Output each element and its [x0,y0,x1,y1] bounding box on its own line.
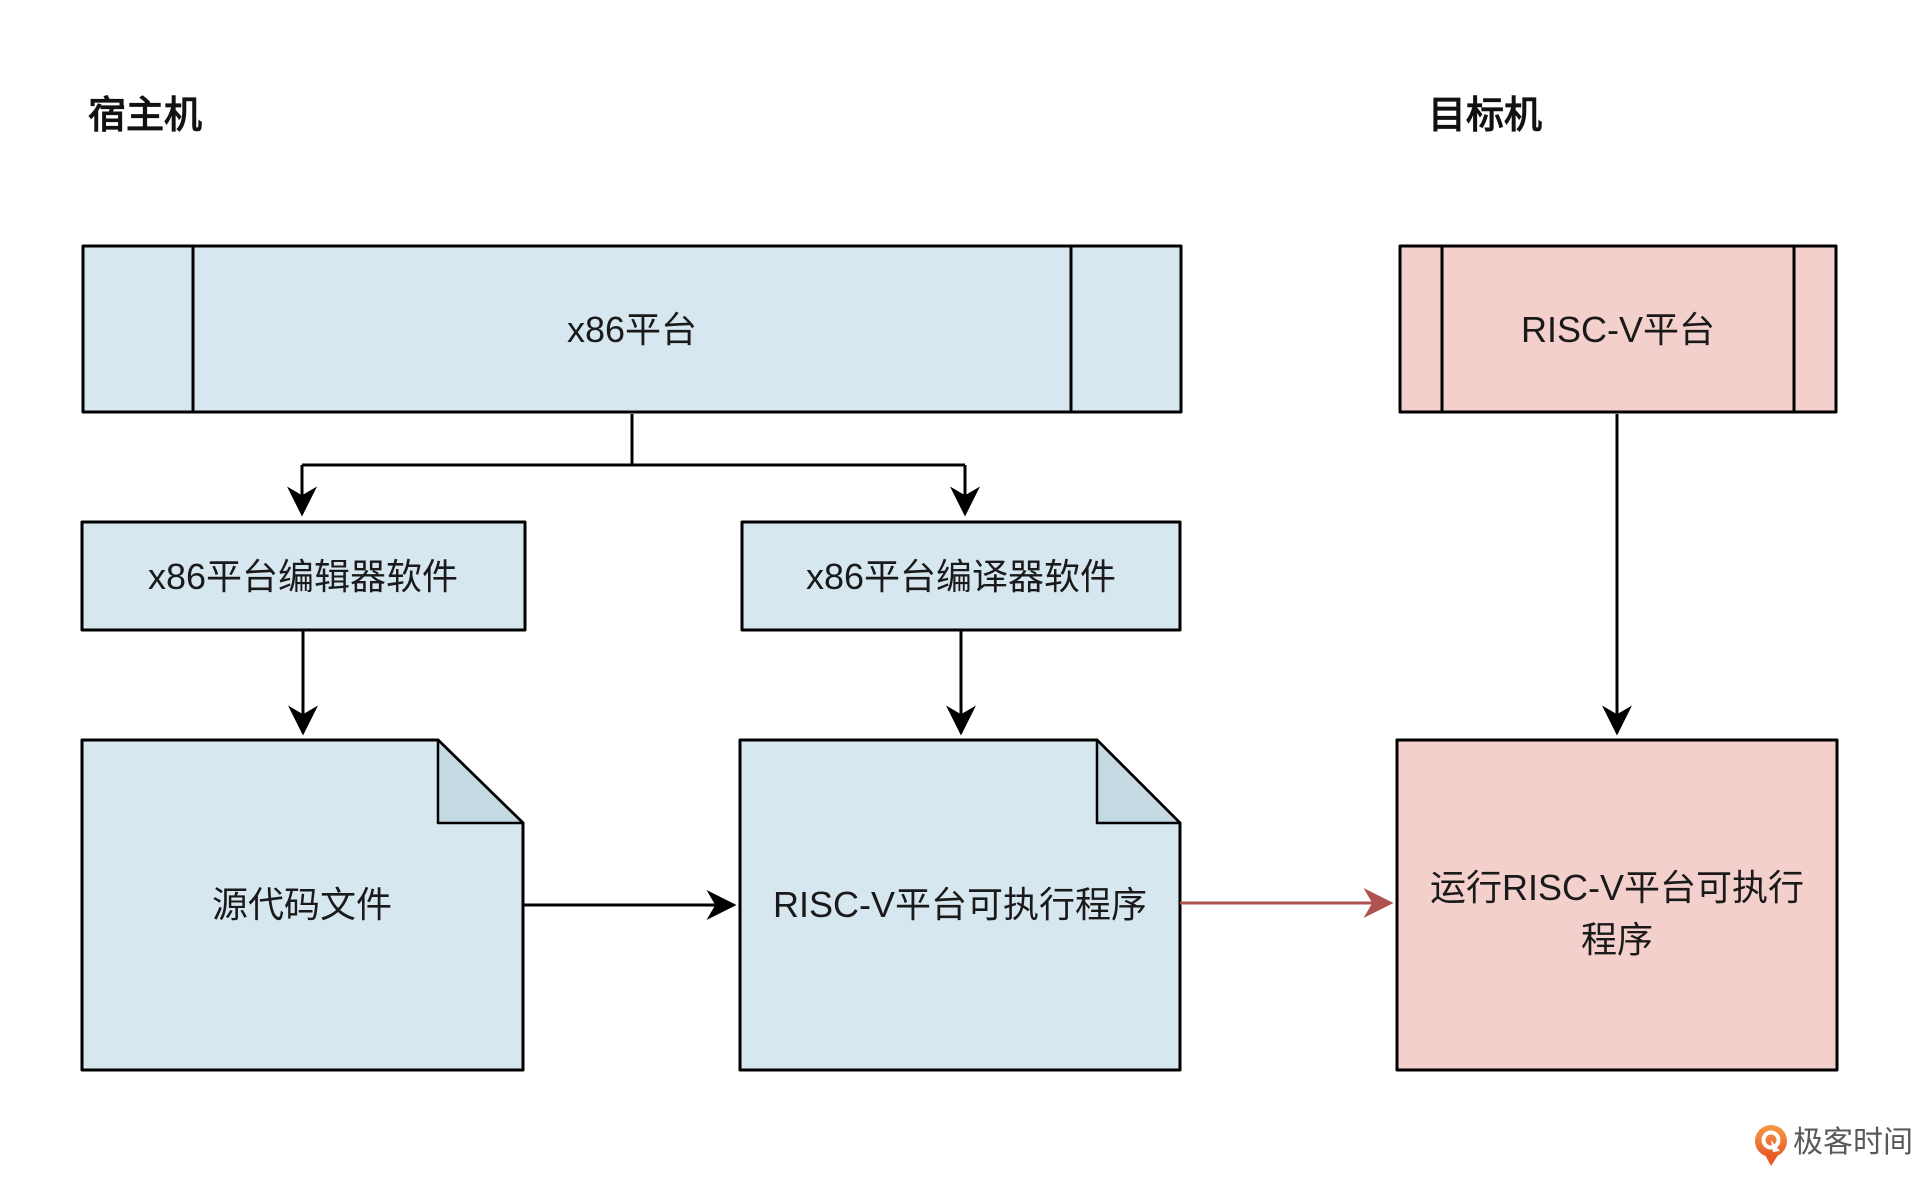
x86-platform-node: x86平台 [81,244,1183,414]
riscv-platform-label: RISC-V平台 [1521,309,1715,350]
geektime-logo-icon-ring [1761,1130,1781,1150]
run-executable-label-line1: 运行RISC-V平台可执行 [1430,867,1804,908]
executable-node: RISC-V平台可执行程序 [738,738,1182,1072]
source-file-fold-corner [436,738,525,825]
geektime-logo: 极客时间 [1755,1125,1913,1166]
compiler-node: x86平台编译器软件 [740,520,1182,632]
run-executable-label-line2: 程序 [1581,919,1653,960]
source-file-label: 源代码文件 [212,884,392,925]
compiler-label: x86平台编译器软件 [806,556,1116,597]
editor-label: x86平台编辑器软件 [148,556,458,597]
host-machine-label: 宿主机 [88,95,202,137]
geektime-logo-icon-tail [1765,1155,1778,1166]
target-machine-label: 目标机 [1428,95,1542,137]
editor-node: x86平台编辑器软件 [80,520,527,632]
source-file-shape [80,738,525,1072]
compiler-box [740,520,1182,632]
geektime-logo-icon-hook [1771,1140,1780,1152]
source-file-node: 源代码文件 [80,738,525,1072]
geektime-logo-icon [1755,1125,1787,1157]
executable-shape [738,738,1182,1072]
x86-branch-connector [302,414,965,467]
x86-platform-box [81,244,1183,414]
riscv-platform-node: RISC-V平台 [1398,244,1838,414]
editor-box [80,520,527,632]
geektime-logo-text: 极客时间 [1793,1126,1913,1159]
riscv-platform-box [1398,244,1838,414]
x86-platform-label: x86平台 [567,309,697,350]
run-executable-box [1395,738,1839,1072]
executable-label: RISC-V平台可执行程序 [773,884,1147,925]
executable-fold-corner [1095,738,1182,825]
run-executable-node: 运行RISC-V平台可执行 程序 [1395,738,1839,1072]
